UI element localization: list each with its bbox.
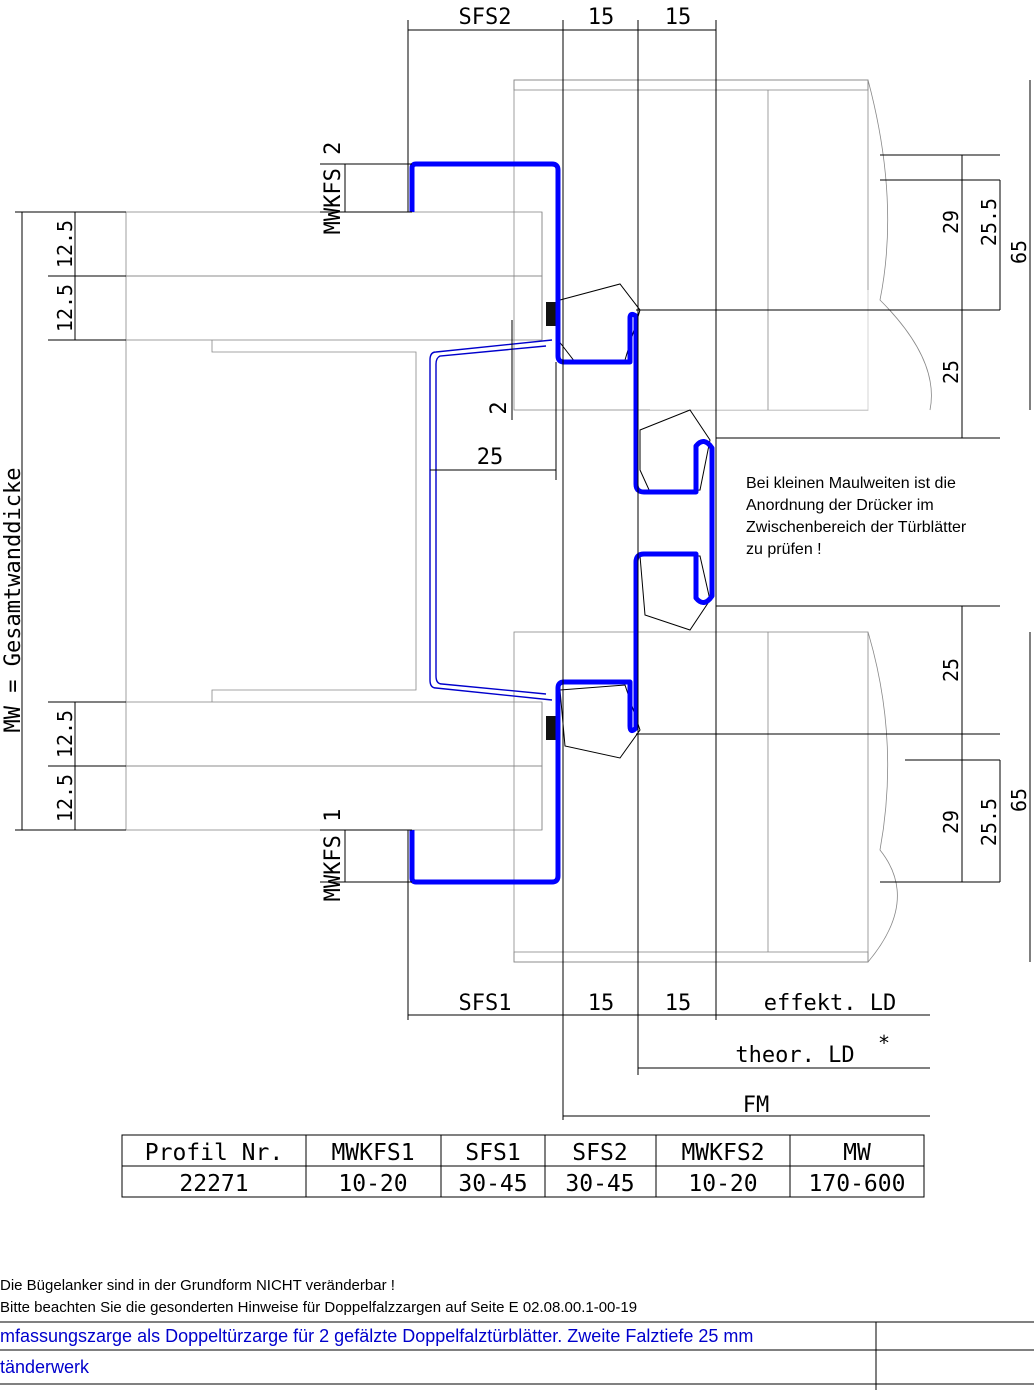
drawing-title: mfassungszarge als Doppeltürzarge für 2 …	[0, 1326, 753, 1346]
dim-29-top: 29	[939, 210, 963, 234]
dim-12-5-a: 12.5	[53, 220, 77, 268]
dim-mwkfs2: MWKFS 2	[321, 142, 346, 235]
dim-12-5-b: 12.5	[53, 284, 77, 332]
dim-25-bottom: 25	[939, 658, 963, 682]
dim-25-inner: 25	[477, 445, 504, 470]
dim-15-top-b: 15	[665, 5, 692, 30]
table-header-mwkfs2: MWKFS2	[681, 1140, 764, 1166]
dim-mwkfs1: MWKFS 1	[321, 809, 346, 902]
table-header-profil: Profil Nr.	[145, 1140, 283, 1166]
dimension-lines	[15, 20, 1031, 1120]
dim-25-5-top: 25.5	[977, 198, 1001, 246]
dim-29-bottom: 29	[939, 810, 963, 834]
dim-12-5-c: 12.5	[53, 710, 77, 758]
table-cell-mwkfs2: 10-20	[688, 1171, 757, 1197]
table-header-sfs2: SFS2	[572, 1140, 627, 1166]
table-cell-profil: 22271	[179, 1171, 248, 1197]
dim-65-bottom: 65	[1007, 788, 1031, 812]
drawing-subtitle: tänderwerk	[0, 1357, 90, 1377]
svg-text:Anordnung der Drücker im: Anordnung der Drücker im	[746, 497, 934, 514]
dim-mw: MW = Gesamtwanddicke	[1, 468, 26, 733]
table-cell-sfs1: 30-45	[458, 1171, 527, 1197]
wall	[125, 211, 543, 831]
dim-sfs1: SFS1	[459, 991, 512, 1016]
frame-profile	[409, 161, 715, 885]
table-header-mw: MW	[843, 1140, 871, 1166]
dim-25-5-bottom: 25.5	[977, 798, 1001, 846]
footer: Die Bügelanker sind in der Grundform NIC…	[0, 1277, 1034, 1390]
svg-text:Zwischenbereich der Türblätter: Zwischenbereich der Türblätter	[746, 519, 967, 536]
dim-theor-ld-mark: *	[878, 1031, 890, 1055]
door-leaf-bottom	[513, 631, 898, 963]
dim-15-top-a: 15	[588, 5, 615, 30]
dim-theor-ld: theor. LD	[735, 1043, 854, 1068]
table-cell-mw: 170-600	[809, 1171, 906, 1197]
dim-15-bottom-a: 15	[588, 991, 615, 1016]
dim-65-top: 65	[1007, 240, 1031, 264]
dim-fm: FM	[743, 1093, 770, 1118]
table-header-sfs1: SFS1	[465, 1140, 520, 1166]
svg-text:Bei kleinen Maulweiten ist die: Bei kleinen Maulweiten ist die	[746, 475, 956, 492]
svg-text:zu prüfen !: zu prüfen !	[746, 541, 822, 558]
table-cell-mwkfs1: 10-20	[338, 1171, 407, 1197]
dim-sfs2: SFS2	[459, 5, 512, 30]
footer-note-2: Bitte beachten Sie die gesonderten Hinwe…	[0, 1299, 637, 1316]
dim-effekt-ld: effekt. LD	[764, 991, 896, 1016]
handle-note: Bei kleinen Maulweiten ist die Anordnung…	[746, 475, 967, 558]
dim-2: 2	[487, 401, 512, 414]
dim-12-5-d: 12.5	[53, 774, 77, 822]
footer-note-1: Die Bügelanker sind in der Grundform NIC…	[0, 1277, 395, 1294]
profile-table: Profil Nr. MWKFS1 SFS1 SFS2 MWKFS2 MW 22…	[121, 1134, 925, 1198]
dim-15-bottom-b: 15	[665, 991, 692, 1016]
dim-25-top: 25	[939, 360, 963, 384]
table-cell-sfs2: 30-45	[565, 1171, 634, 1197]
table-header-mwkfs1: MWKFS1	[331, 1140, 414, 1166]
